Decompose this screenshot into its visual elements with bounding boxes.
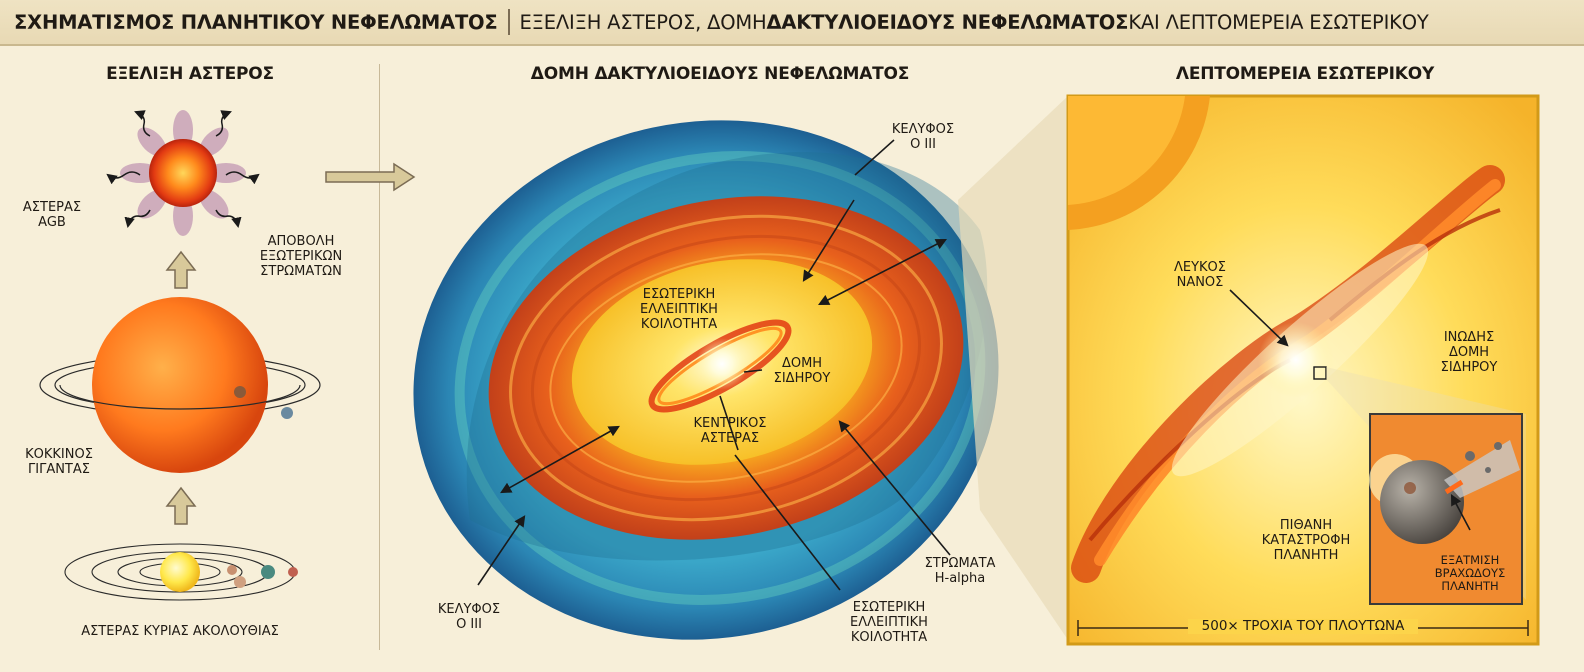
- red-giant-star: [39, 297, 321, 473]
- right-panel-title: ΛΕΠΤΟΜΕΡΕΙΑ ΕΣΩΤΕΡΙΚΟΥ: [1175, 64, 1435, 84]
- header-bar: ΣΧΗΜΑΤΙΣΜΟΣ ΠΛΑΝΗΤΙΚΟΥ ΝΕΦΕΛΩΜΑΤΟΣ ΕΞΕΛΙ…: [0, 0, 1584, 46]
- nebula-pointer-lines: [477, 139, 951, 591]
- panel-divider: [379, 64, 380, 650]
- subtitle-bold: ΔΑΚΤΥΛΙΟΕΙΔΟΥΣ ΝΕΦΕΛΩΜΑΤΟΣ: [766, 10, 1129, 34]
- zoom-wedge: [958, 96, 1068, 640]
- main-sequence-system: [64, 543, 298, 601]
- subtitle-part2: ΚΑΙ ΛΕΠΤΟΜΕΡΕΙΑ ΕΣΩΤΕΡΙΚΟΥ: [1128, 10, 1429, 34]
- main-sequence-label: ΑΣΤΕΡΑΣ ΚΥΡΙΑΣ ΑΚΟΛΟΥΘΙΑΣ: [81, 624, 279, 639]
- detail-pointer-lines: [1229, 289, 1471, 531]
- arrow-up-icon: [165, 250, 197, 289]
- header-separator: [507, 9, 510, 35]
- arrow-up-icon: [165, 486, 197, 525]
- detail-frame: [1066, 94, 1540, 646]
- main-title: ΣΧΗΜΑΤΙΣΜΟΣ ΠΛΑΝΗΤΙΚΟΥ ΝΕΦΕΛΩΜΑΤΟΣ: [14, 10, 498, 34]
- middle-panel-title: ΔΟΜΗ ΔΑΚΤΥΛΙΟΕΙΔΟΥΣ ΝΕΦΕΛΩΜΑΤΟΣ: [530, 64, 910, 84]
- subtitle-part1: ΕΞΕΛΙΞΗ ΑΣΤΕΡΟΣ, ΔΟΜΗ: [519, 10, 767, 34]
- arrow-right-icon: [325, 162, 416, 192]
- left-panel-title: ΕΞΕΛΙΞΗ ΑΣΤΕΡΟΣ: [106, 64, 274, 84]
- scale-bar-label: 500× ΤΡΟΧΙΑ ΤΟΥ ΠΛΟΥΤΩΝΑ: [1188, 619, 1418, 634]
- agb-star: [106, 110, 260, 236]
